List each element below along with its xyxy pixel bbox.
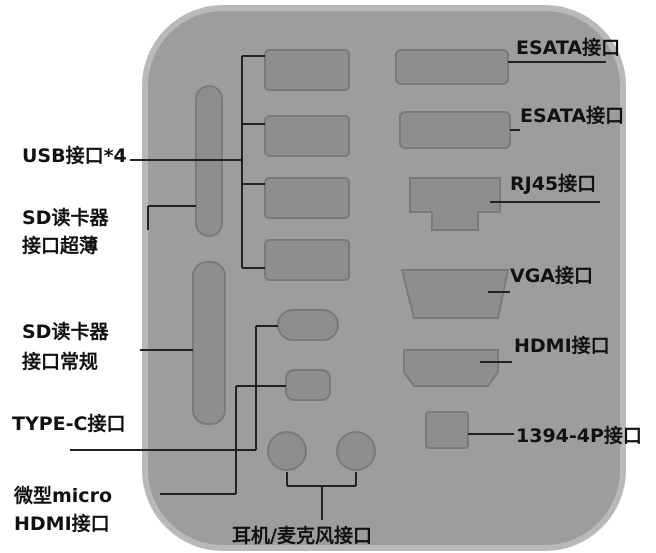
label-sd-thin-line2: 接口超薄 — [22, 235, 99, 257]
label-hdmi: HDMI接口 — [514, 335, 610, 357]
audio-plug-left — [267, 431, 307, 471]
label-micro-hdmi-line1: 微型micro — [14, 485, 112, 507]
label-sd-standard-line1: SD读卡器 — [22, 321, 109, 343]
label-esata-1: ESATA接口 — [516, 37, 621, 59]
esata-plug-1 — [395, 49, 509, 85]
typec-plug-upper — [277, 309, 339, 341]
label-rj45: RJ45接口 — [510, 173, 597, 195]
label-esata-2: ESATA接口 — [520, 105, 625, 127]
esata-plug-2 — [399, 111, 511, 149]
label-typec: TYPE-C接口 — [12, 413, 126, 435]
rj45-plug — [409, 177, 501, 231]
label-micro-hdmi-line2: HDMI接口 — [14, 513, 110, 535]
label-sd-thin-line1: SD读卡器 — [22, 207, 109, 229]
label-audio: 耳机/麦克风接口 — [232, 525, 372, 547]
usb-plug-3 — [264, 177, 350, 219]
label-sd-standard-line2: 接口常规 — [22, 351, 99, 373]
label-vga: VGA接口 — [510, 265, 594, 287]
sd-slot-standard — [192, 261, 226, 425]
hdmi-plug — [403, 349, 499, 387]
audio-plug-right — [336, 431, 376, 471]
usb-plug-2 — [264, 115, 350, 157]
label-1394: 1394-4P接口 — [516, 425, 642, 447]
usb-plug-4 — [264, 239, 350, 281]
usb-plug-1 — [264, 49, 350, 91]
label-usb: USB接口*4 — [22, 145, 127, 167]
ieee1394-plug — [425, 411, 469, 449]
typec-plug-lower — [285, 369, 331, 401]
leader-lines — [70, 55, 606, 520]
vga-plug — [400, 269, 510, 319]
